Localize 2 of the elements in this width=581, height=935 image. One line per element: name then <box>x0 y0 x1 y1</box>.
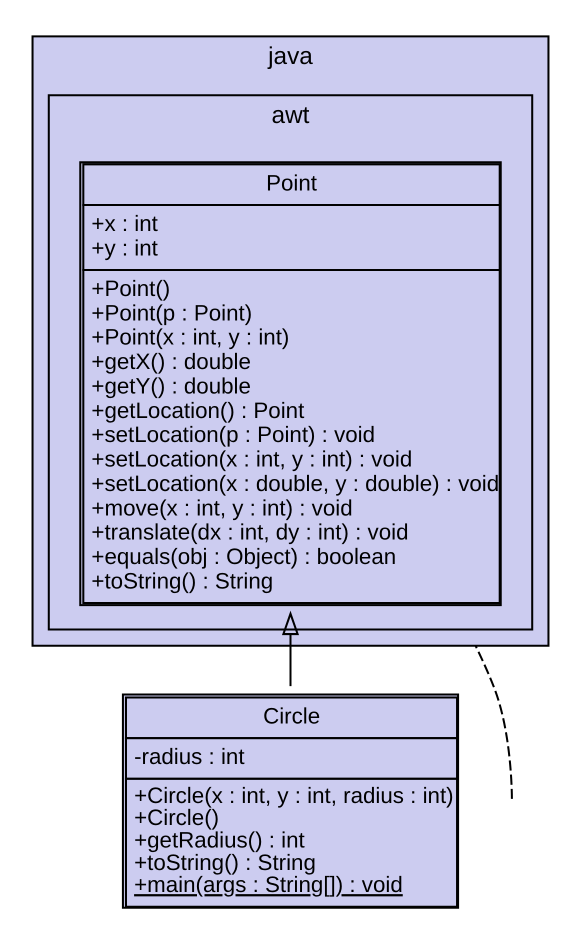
arrow <box>282 610 300 686</box>
connector <box>474 644 513 798</box>
